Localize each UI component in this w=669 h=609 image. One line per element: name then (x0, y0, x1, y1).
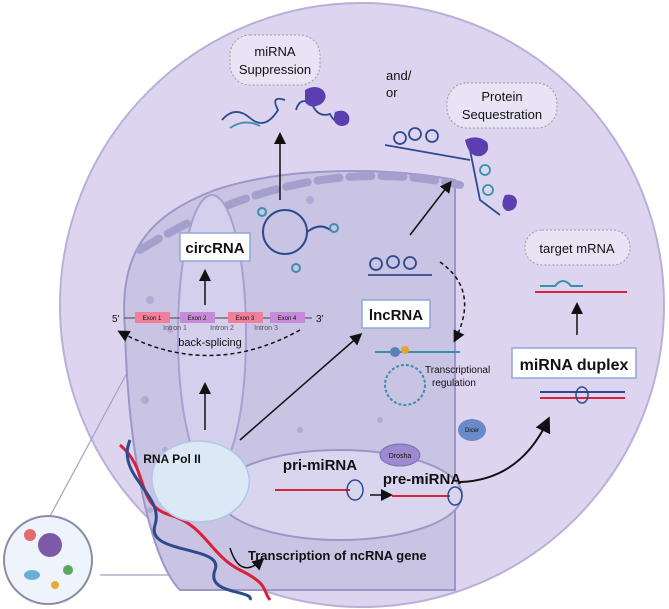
lncrna-sequestration-rna (384, 127, 501, 216)
pre-mirna-label: pre-miRNA (383, 471, 462, 488)
lncrna-structure (368, 255, 432, 276)
transcriptional-regulation-line2: regulation (432, 378, 476, 389)
inset-organelle-3 (24, 570, 40, 580)
exon-3-box (228, 312, 263, 323)
nuclear-envelope-pores (136, 171, 464, 254)
mirna-duplex-label: miRNA duplex (520, 357, 629, 374)
drosha-enzyme (379, 443, 421, 467)
target-mrna-label: target mRNA (539, 241, 614, 256)
protein-blob-2 (333, 110, 350, 126)
nucleus-pore-dots (141, 196, 423, 513)
rna-pol-ii-label: RNA Pol II (143, 452, 201, 466)
arrow-pol-to-lncrna (239, 333, 363, 441)
dicer-label: Dicer (465, 428, 479, 434)
circrna-label-box (179, 232, 251, 262)
dna-strand-blue (125, 439, 252, 601)
inset-organelle-2 (63, 565, 73, 575)
regulation-complex-1 (390, 347, 400, 357)
back-splicing-label: back-splicing (178, 337, 242, 349)
mirna-suppression-label-line2: Suppression (239, 62, 311, 77)
regulation-loop (384, 364, 426, 406)
regulation-complex-2 (401, 346, 409, 354)
pri-mirna-loop (346, 479, 364, 501)
circrna-label: circRNA (185, 240, 244, 257)
lncrna-regulation-arrow (439, 261, 466, 343)
five-prime-label: 5' (112, 314, 120, 325)
exon-1-box (135, 312, 170, 323)
transcription-arrow (229, 547, 265, 571)
circrna-structure (257, 207, 339, 273)
inset-organelle-1 (24, 529, 36, 541)
mirna-suppression-bubble (229, 34, 321, 86)
inset-cell (3, 515, 93, 605)
and-or-label-line1: and/ (386, 68, 412, 83)
dicer-enzyme (458, 419, 486, 441)
intron-3-label: Intron 3 (254, 325, 278, 332)
and-or-label-line2: or (386, 85, 398, 100)
protein-sequestration-label-line1: Protein (481, 89, 522, 104)
exon-2-box (180, 312, 215, 323)
back-splicing-arc (117, 329, 301, 357)
exon-2-label: Exon 2 (188, 316, 207, 322)
inset-nucleus (38, 533, 62, 557)
exon-4-box (270, 312, 305, 323)
transcription-label: Transcription of ncRNA gene (248, 548, 427, 563)
protein-sequestration-label-line2: Sequestration (462, 107, 542, 122)
arrow-lncrna-to-sequestration (409, 180, 452, 236)
dna-strand-red (119, 443, 272, 601)
exon-4-label: Exon 4 (278, 316, 297, 322)
intron-2-label: Intron 2 (210, 325, 234, 332)
arrow-to-mirna-duplex (459, 416, 551, 483)
three-prime-label: 3' (316, 314, 324, 325)
rna-pol-ii-blob (151, 440, 250, 523)
exon-1-label: Exon 1 (143, 316, 162, 322)
protein-blob-1 (305, 87, 326, 107)
transcriptional-regulation-line1: Transcriptional (425, 365, 490, 376)
intron-1-label: Intron 1 (163, 325, 187, 332)
lncrna-label-box (361, 299, 431, 329)
protein-blob-4 (502, 194, 517, 211)
target-mrna-bubble (524, 229, 631, 266)
mirna-duplex-label-box (511, 347, 637, 379)
exon-3-label: Exon 3 (236, 316, 255, 322)
drosha-label: Drosha (389, 453, 412, 460)
inset-organelle-4 (51, 581, 59, 589)
protein-blob-3 (465, 137, 489, 157)
lncrna-label: lncRNA (369, 307, 423, 324)
mirna-duplex-bulge (575, 386, 589, 404)
mirna-suppression-label-line1: miRNA (254, 44, 295, 59)
protein-sequestration-bubble (446, 82, 558, 129)
pre-mirna-loop (447, 486, 463, 506)
target-mirna-bound (540, 280, 583, 287)
pri-mirna-label: pri-miRNA (283, 457, 357, 474)
